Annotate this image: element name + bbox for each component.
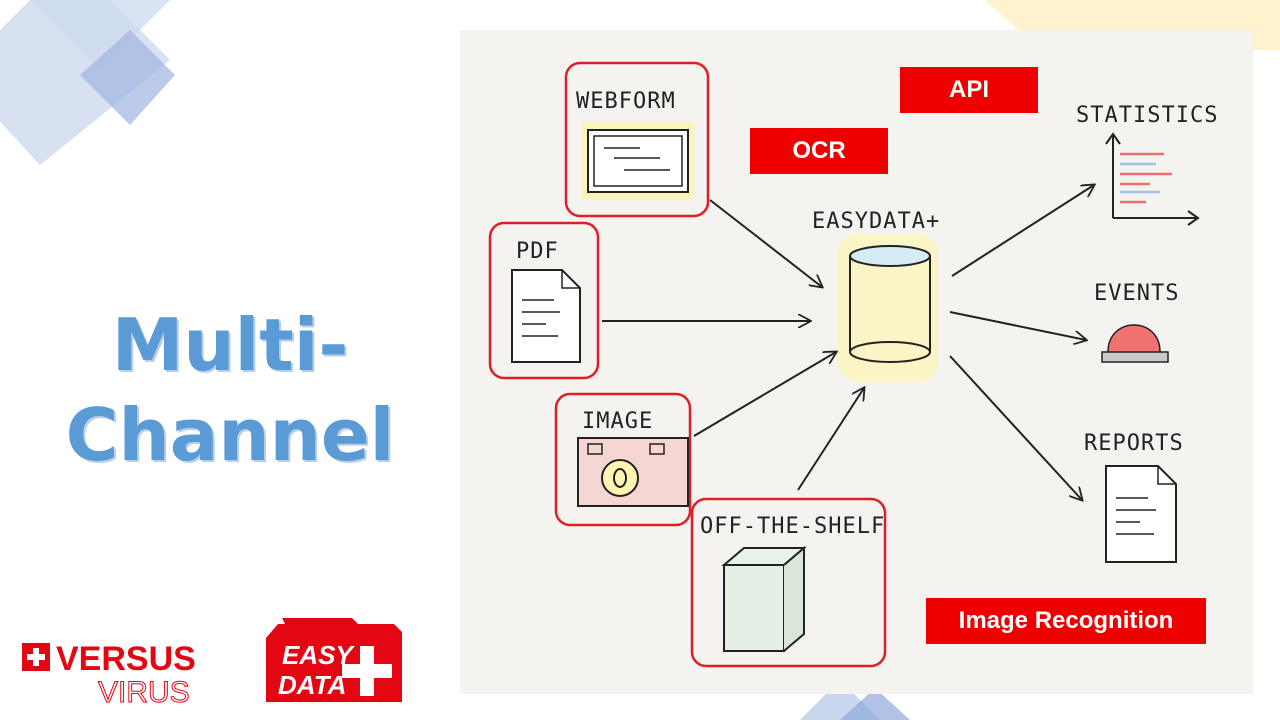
arrow-statistics [951,185,1094,277]
title-line-2: Channel [65,393,395,477]
pdf-document-icon [511,269,581,363]
events-label: EVENTS [1094,281,1179,306]
reports-label: REPORTS [1084,431,1184,456]
image-frame [554,392,692,527]
bar-chart-icon [1105,132,1200,226]
webform-label: WEBFORM [576,89,676,114]
svg-text:DATA: DATA [278,670,346,700]
ocr-tag: OCR [750,128,888,174]
webform-icon [582,122,694,200]
offtheshelf-label: OFF-THE-SHELF [700,514,885,539]
arrow-offtheshelf [797,388,864,491]
image-recognition-tag: Image Recognition [926,598,1206,644]
offtheshelf-frame [690,497,887,668]
database-icon [838,234,938,382]
camera-icon [577,437,689,507]
hub-label: EASYDATA+ [812,209,940,234]
svg-text:VIRUS: VIRUS [98,676,190,706]
report-document-icon [1105,465,1177,563]
versus-virus-logo: VERSUS VIRUS [22,640,222,711]
api-tag: API [900,67,1038,113]
diagram-panel: WEBFORM PDF IMAGE [460,30,1253,694]
webform-frame [564,61,710,218]
pdf-label: PDF [516,239,559,264]
easydata-logo: EASY DATA [262,614,412,715]
alarm-light-icon [1101,324,1169,363]
title-line-1: Multi- [111,303,349,387]
arrow-webform [709,199,822,287]
pdf-frame [488,221,600,380]
statistics-label: STATISTICS [1076,103,1218,128]
arrow-reports [949,355,1082,500]
easydata-logo-graphic: EASY DATA [266,618,402,702]
arrow-events [949,311,1086,340]
arrow-image [693,352,836,437]
slide-title: Multi- Channel [40,300,420,480]
svg-text:VERSUS: VERSUS [56,640,196,678]
versus-virus-logo-graphic: VERSUS VIRUS [22,640,196,710]
diagram-canvas: WEBFORM PDF IMAGE [488,61,1218,668]
image-label: IMAGE [582,409,653,434]
box-icon [721,545,807,652]
